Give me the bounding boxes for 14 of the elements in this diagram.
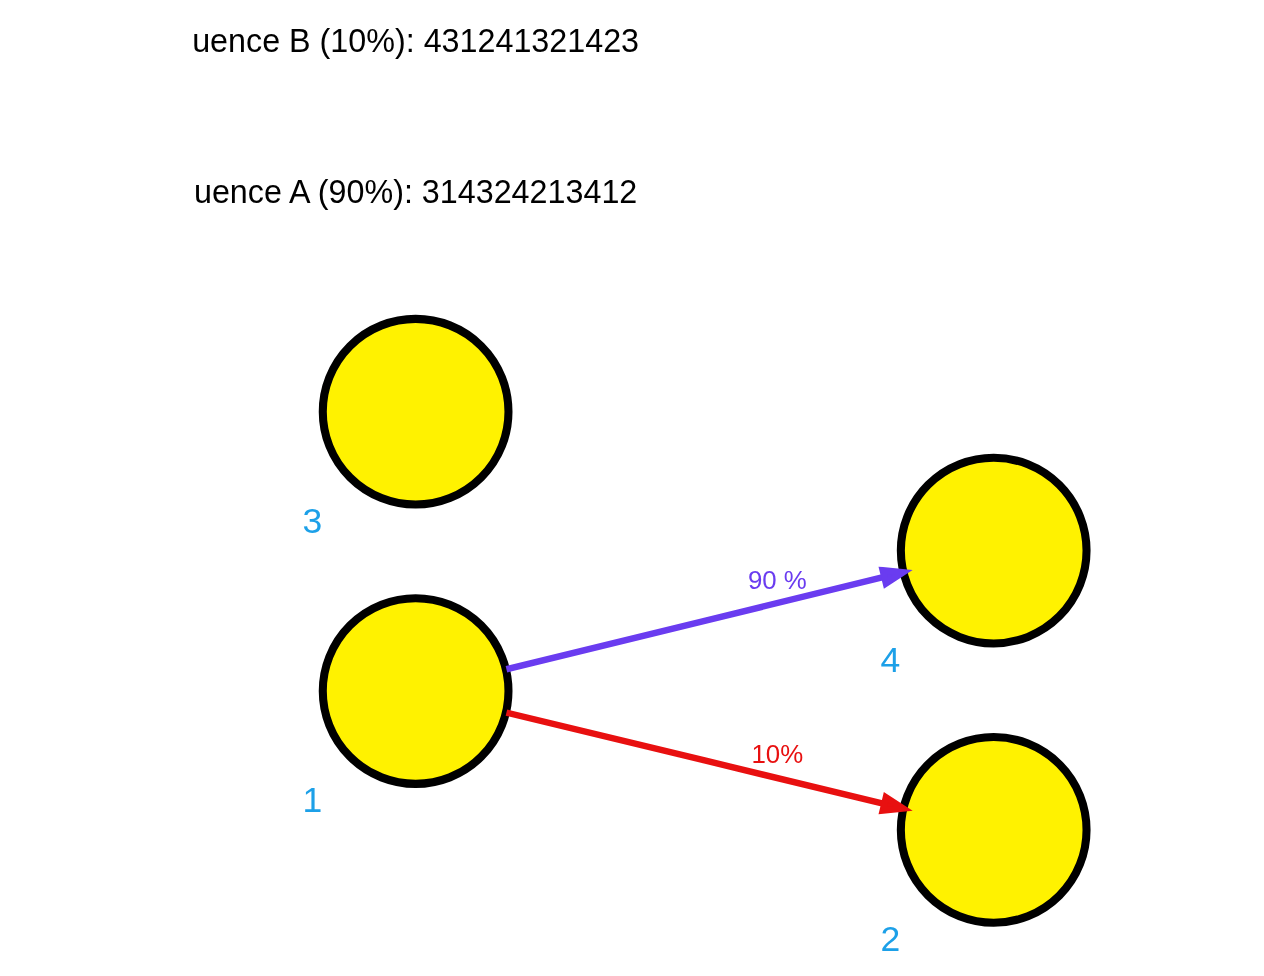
node-circle [318, 594, 513, 788]
node-label: 4 [880, 639, 901, 680]
label: uence B (10%): 431241321423 [192, 22, 640, 59]
edge-label: 90 % [747, 566, 807, 594]
edge-label: 10% [751, 740, 804, 769]
node-label: 3 [302, 500, 323, 541]
node-circle [318, 314, 513, 509]
node-circle [896, 733, 1091, 927]
node-circle [896, 453, 1091, 648]
arrow [505, 566, 913, 673]
node-label: 1 [302, 780, 323, 821]
label: uence A (90%): 314324213412 [193, 174, 638, 211]
node-label: 2 [880, 919, 901, 960]
arrow [505, 709, 913, 815]
